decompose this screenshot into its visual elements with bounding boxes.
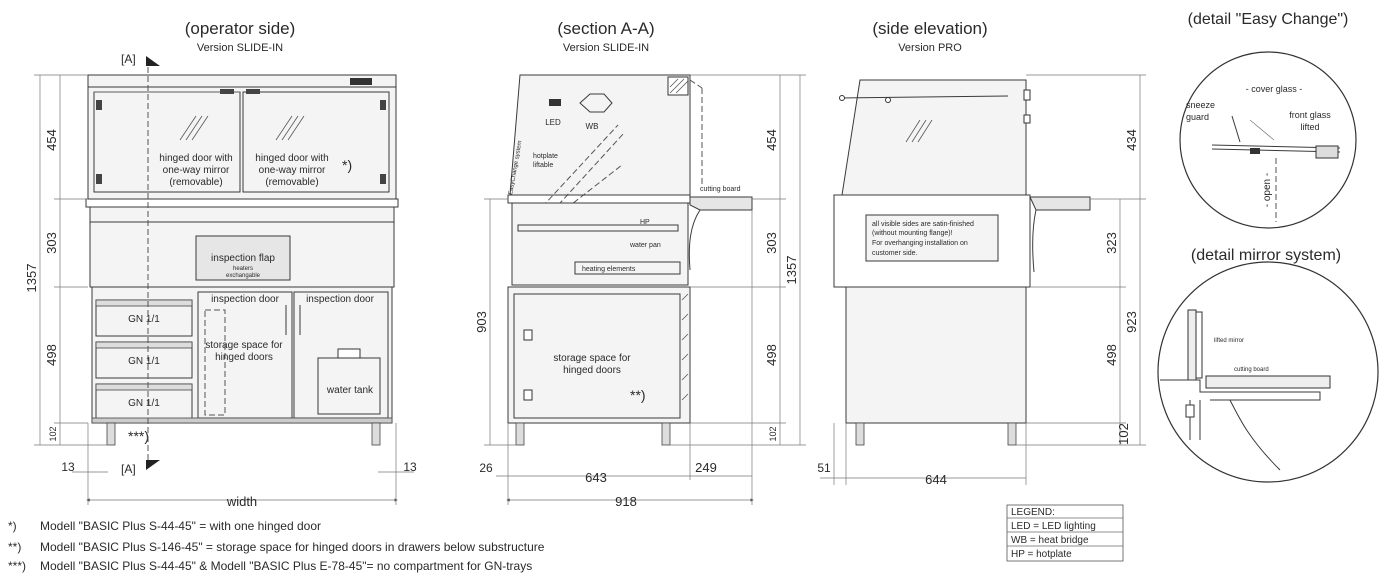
sneeze-guard-label: sneeze [1186, 100, 1215, 110]
inspection-flap-label: inspection flap [211, 253, 275, 264]
footnote-text: Modell "BASIC Plus S-44-45" & Modell "BA… [40, 559, 532, 573]
side-elevation-view: all visible sides are satin-finished (wi… [817, 74, 1146, 487]
dim-644: 644 [925, 472, 947, 487]
easy-change-title: (detail "Easy Change") [1188, 11, 1349, 28]
wb-label: WB [586, 122, 599, 131]
water-pan-label: water pan [629, 242, 661, 249]
door-left-label: hinged door with [159, 153, 232, 164]
storage-label: storage space for [553, 353, 631, 364]
dim-249: 249 [695, 460, 717, 475]
section-mark-bottom: [A] [121, 462, 136, 476]
footnote-mark: ***) [8, 559, 26, 573]
legend-box: LEGEND: LED = LED lighting WB = heat bri… [1006, 504, 1124, 562]
dim-102: 102 [48, 426, 58, 441]
operator-side-view: hinged door with one-way mirror (removab… [24, 52, 417, 509]
inspection-door-left: inspection door [211, 294, 279, 305]
cover-glass-label: - cover glass - [1246, 84, 1303, 94]
inspection-flap-sub: heaters [233, 266, 253, 272]
easy-change-detail: - cover glass - sneeze guard front glass… [1179, 51, 1357, 229]
footnote-mark: *) [8, 519, 17, 533]
dim-643: 643 [585, 470, 607, 485]
dim-454: 454 [764, 129, 779, 151]
lifted-mirror-label: lifted mirror [1214, 338, 1244, 344]
hp-label: HP [640, 219, 650, 226]
mirror-cutting-label: cutting board [1234, 367, 1269, 373]
open-label: - open - [1262, 173, 1273, 207]
legend-item: HP = hotplate [1011, 549, 1072, 560]
dim-498: 498 [764, 344, 779, 366]
storage-label: hinged doors [215, 352, 273, 363]
footnote-mark: **) [8, 540, 21, 554]
footnotes: *) Modell "BASIC Plus S-44-45" = with on… [8, 519, 545, 573]
operator-view-title: (operator side) [185, 19, 296, 38]
dim-918: 918 [615, 494, 637, 509]
storage-label: hinged doors [563, 365, 621, 376]
legend-item: WB = heat bridge [1011, 535, 1089, 546]
side-view-title: (side elevation) [872, 19, 987, 38]
dim-498: 498 [1104, 344, 1119, 366]
footnote-mark-3: ***) [128, 428, 149, 444]
dim-1357: 1357 [24, 264, 39, 293]
front-glass-label: lifted [1300, 122, 1319, 132]
door-right-label: hinged door with [255, 153, 328, 164]
led-label: LED [545, 118, 561, 127]
finish-note: For overhanging installation on [872, 240, 968, 247]
hotplate-label: hotplate [533, 153, 558, 160]
section-view: LED WB EasyChange system hotplate liftab… [474, 74, 806, 509]
cutting-board-label: cutting board [700, 186, 741, 193]
section-view-version: Version SLIDE-IN [563, 42, 649, 54]
dim-303: 303 [44, 232, 59, 254]
footnote-mark-2: **) [630, 387, 646, 403]
dim-13-left: 13 [61, 460, 75, 474]
mirror-system-detail: lifted mirror cutting board [1157, 261, 1379, 483]
door-right-label: one-way mirror [259, 165, 326, 176]
finish-note: customer side. [872, 250, 918, 257]
hotplate-label: liftable [533, 162, 553, 169]
mirror-system-title: (detail mirror system) [1191, 247, 1341, 264]
door-left-label: one-way mirror [163, 165, 230, 176]
storage-label: storage space for [205, 340, 283, 351]
dim-323: 323 [1104, 232, 1119, 254]
finish-note: (without mounting flange)! [872, 230, 953, 237]
finish-note: all visible sides are satin-finished [872, 221, 974, 228]
section-mark-top: [A] [121, 52, 136, 66]
legend-title: LEGEND: [1011, 507, 1055, 518]
door-left-label: (removable) [169, 177, 222, 188]
dim-498: 498 [44, 344, 59, 366]
legend-item: LED = LED lighting [1011, 521, 1096, 532]
footnote-text: Modell "BASIC Plus S-146-45" = storage s… [40, 540, 545, 554]
dim-1357: 1357 [784, 256, 799, 285]
dim-102: 102 [768, 426, 778, 441]
dim-454: 454 [44, 129, 59, 151]
gn-tray-label: GN 1/1 [128, 356, 160, 367]
width-label: width [226, 494, 257, 509]
dim-903: 903 [474, 311, 489, 333]
front-glass-label: front glass [1289, 110, 1331, 120]
section-view-title: (section A-A) [557, 19, 654, 38]
dim-434: 434 [1124, 129, 1139, 151]
footnote-mark-1: *) [342, 157, 352, 173]
heating-label: heating elements [582, 266, 636, 273]
inspection-flap-sub: exchangable [226, 273, 261, 279]
dim-102: 102 [1116, 423, 1131, 445]
gn-tray-label: GN 1/1 [128, 314, 160, 325]
dim-303: 303 [764, 232, 779, 254]
dim-51: 51 [817, 461, 831, 475]
dim-13-right: 13 [403, 460, 417, 474]
side-view-version: Version PRO [898, 42, 962, 54]
dim-26: 26 [479, 461, 493, 475]
gn-tray-label: GN 1/1 [128, 398, 160, 409]
inspection-door-right: inspection door [306, 294, 374, 305]
dim-923: 923 [1124, 311, 1139, 333]
operator-view-version: Version SLIDE-IN [197, 42, 283, 54]
footnote-text: Modell "BASIC Plus S-44-45" = with one h… [40, 519, 321, 533]
door-right-label: (removable) [265, 177, 318, 188]
sneeze-guard-label: guard [1186, 112, 1209, 122]
water-tank-label: water tank [326, 385, 374, 396]
